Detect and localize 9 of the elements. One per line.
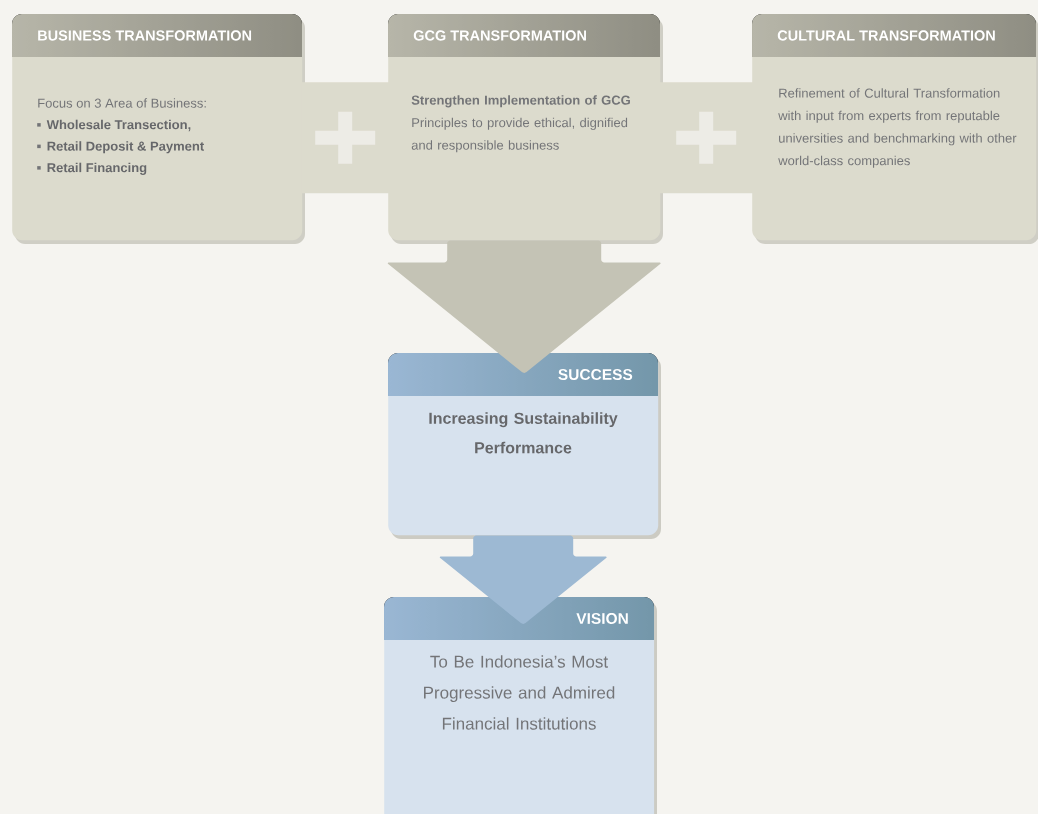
transformation-card: BUSINESS TRANSFORMATION Focus on 3 Area of Business: Wholesale Transection, Retail Deposit & Payment Retail Financing	[12, 14, 305, 244]
arrow	[439, 535, 607, 624]
connector-band	[301, 82, 389, 194]
transformation-card: CULTURAL TRANSFORMATION Refinement of Cultural Transformation with input from experts from reputable universities and benchmarking with other world-class companies	[752, 14, 1038, 244]
result-card: VISION To Be Indonesia’s Most Progressive and Admired Financial Institutions	[384, 597, 657, 814]
transformation-card: GCG TRANSFORMATION Strengthen Implementation of GCG Principles to provide ethical, dignified and responsible business	[388, 14, 663, 244]
arrow	[387, 240, 661, 373]
connector-band	[659, 82, 753, 194]
result-card: SUCCESS Increasing Sustainability Performance	[388, 353, 661, 539]
